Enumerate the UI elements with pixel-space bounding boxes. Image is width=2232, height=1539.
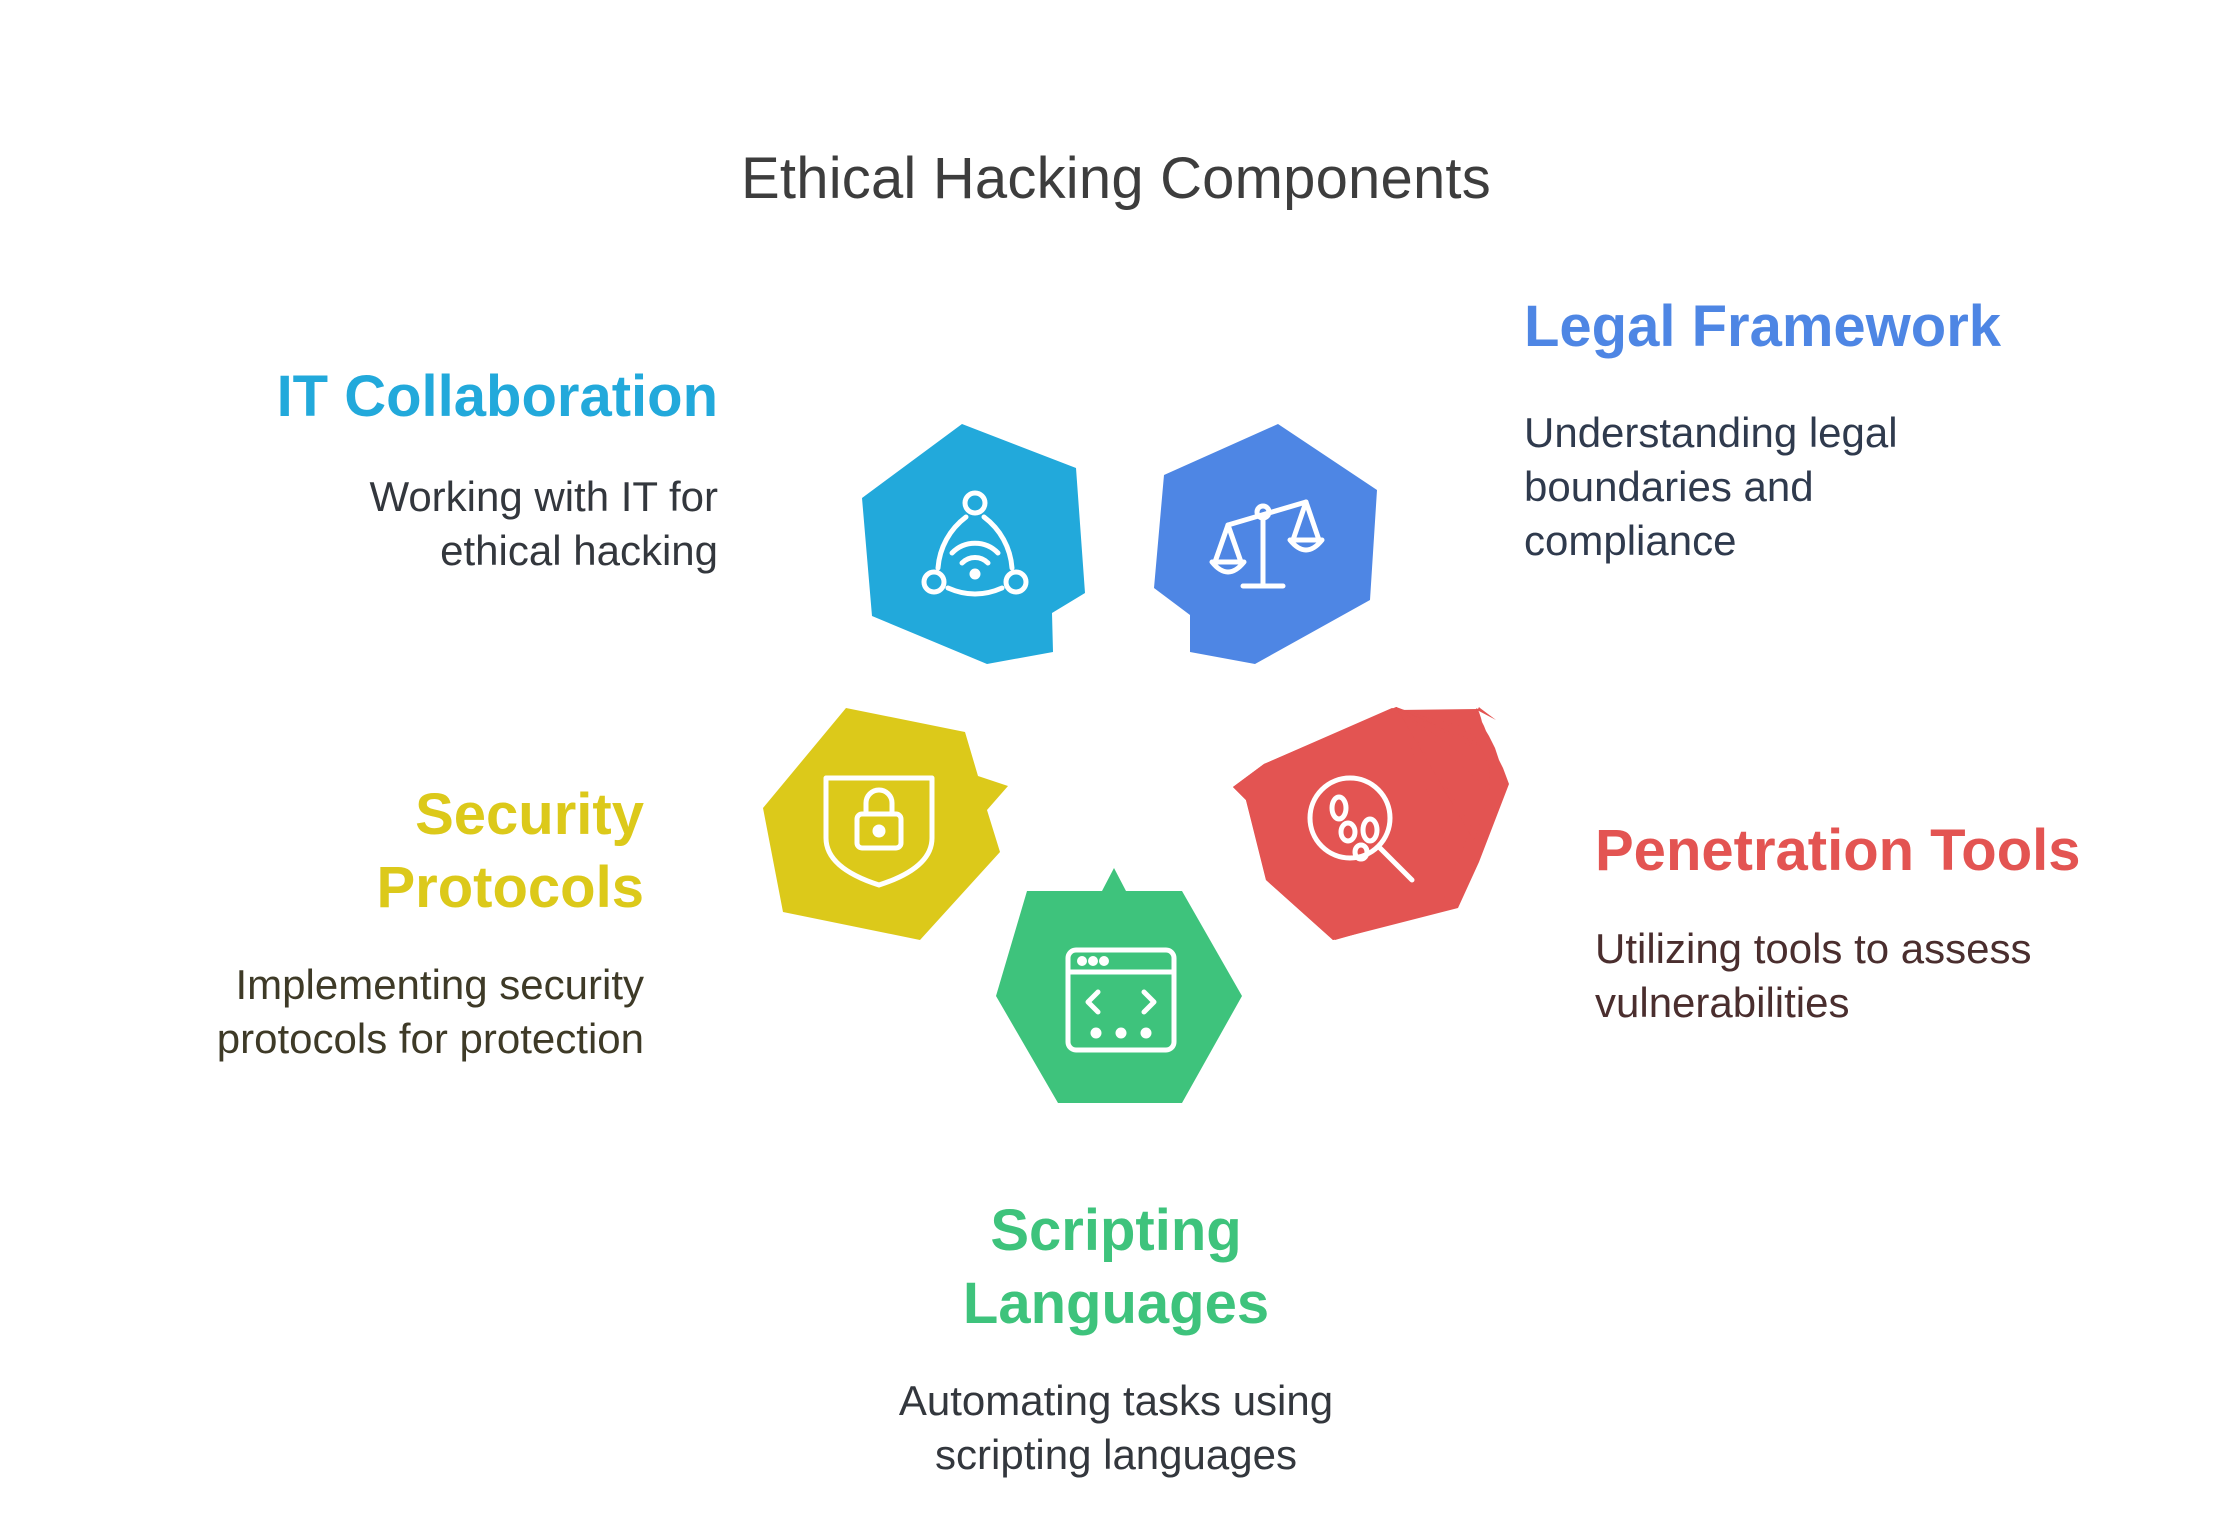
security-protocols-node[interactable] (763, 708, 1008, 940)
it-collaboration-desc-line: ethical hacking (440, 527, 718, 574)
penetration-tools-node[interactable] (1233, 707, 1509, 940)
penetration-tools-desc-line: Utilizing tools to assess (1595, 925, 2032, 972)
security-protocols-desc-line: protocols for protection (216, 1015, 644, 1062)
legal-framework-desc-line: Understanding legal (1524, 409, 1898, 456)
scripting-languages-heading: Scripting Languages (916, 1194, 1316, 1340)
penetration-tools-desc-line: vulnerabilities (1595, 979, 1850, 1026)
security-protocols-heading-line: Protocols (376, 855, 645, 920)
security-protocols-hexagon (763, 708, 1008, 940)
penetration-tools-description: Utilizing tools to assess vulnerabilitie… (1595, 922, 2032, 1030)
security-protocols-description: Implementing security protocols for prot… (217, 958, 644, 1066)
scripting-languages-desc-line: Automating tasks using (898, 1377, 1334, 1424)
legal-framework-description: Understanding legal boundaries and compl… (1524, 406, 1898, 568)
legal-framework-desc-line: boundaries and (1524, 463, 1814, 510)
scripting-languages-node[interactable] (996, 868, 1242, 1103)
security-protocols-heading: Security Protocols (377, 778, 645, 924)
code-window-icon (1065, 947, 1177, 1053)
legal-framework-heading: Legal Framework (1524, 294, 2002, 359)
it-collaboration-heading: IT Collaboration (276, 364, 718, 429)
scripting-languages-desc-line: scripting languages (935, 1431, 1297, 1478)
it-collaboration-desc-line: Working with IT for (369, 473, 718, 520)
scripting-languages-hexagon (996, 868, 1242, 1103)
legal-framework-node[interactable] (1154, 424, 1377, 664)
security-protocols-heading-line: Security (415, 782, 644, 847)
security-protocols-desc-line: Implementing security (235, 961, 645, 1008)
penetration-tools-heading: Penetration Tools (1595, 818, 2081, 883)
it-collaboration-node[interactable] (862, 424, 1085, 664)
magnifier-footprints-icon (1307, 775, 1415, 883)
legal-framework-desc-line: compliance (1524, 517, 1737, 564)
scripting-languages-description: Automating tasks using scripting languag… (766, 1374, 1466, 1482)
scripting-languages-heading-line: Scripting (990, 1198, 1242, 1263)
diagram-title: Ethical Hacking Components (741, 146, 1491, 211)
scripting-languages-heading-line: Languages (962, 1271, 1270, 1336)
it-collaboration-description: Working with IT for ethical hacking (369, 470, 718, 578)
network-wifi-icon (921, 490, 1029, 597)
scales-icon (1209, 499, 1325, 589)
shield-lock-icon (823, 775, 935, 888)
